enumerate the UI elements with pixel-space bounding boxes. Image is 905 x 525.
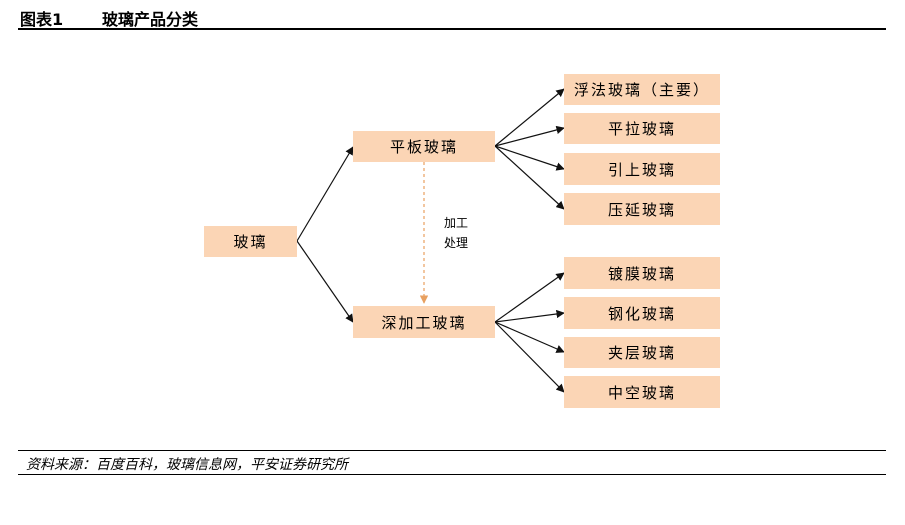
node-rolled-glass: 压延玻璃 (564, 193, 720, 225)
edge-flat-child-2 (494, 125, 565, 147)
node-tempered-glass: 钢化玻璃 (564, 297, 720, 329)
node-tempered-glass-label: 钢化玻璃 (607, 304, 676, 323)
process-label-line2: 处理 (444, 236, 469, 250)
node-coated-glass: 镀膜玻璃 (564, 257, 720, 289)
edge-deep-child-3 (494, 321, 565, 353)
process-label: 加工 处理 (444, 213, 468, 253)
edge-deep-child-1 (494, 272, 565, 323)
node-coated-glass-label: 镀膜玻璃 (607, 264, 676, 283)
figure-title: 图表1 玻璃产品分类 (20, 6, 198, 30)
edge-root-deep (296, 240, 354, 323)
source-rule-bottom (18, 474, 886, 475)
node-root-glass: 玻璃 (204, 226, 297, 257)
figure-title-text: 玻璃产品分类 (102, 10, 199, 29)
figure-number: 图表1 (20, 10, 64, 29)
node-rolled-glass-label: 压延玻璃 (607, 200, 676, 219)
node-laminated-glass-label: 夹层玻璃 (607, 344, 676, 362)
node-insulated-glass: 中空玻璃 (564, 376, 720, 408)
edge-deep-child-4 (494, 321, 565, 393)
node-flat-glass: 平板玻璃 (353, 131, 495, 162)
node-insulated-glass-label: 中空玻璃 (607, 383, 676, 402)
node-float-glass: 浮法玻璃（主要） (564, 74, 720, 105)
process-label-line1: 加工 (444, 216, 469, 230)
edge-flat-child-3 (494, 145, 565, 171)
node-updraw-glass-label: 引上玻璃 (607, 160, 676, 179)
node-updraw-glass: 引上玻璃 (564, 153, 720, 185)
node-float-glass-label: 浮法玻璃（主要） (573, 81, 710, 99)
edge-deep-child-2 (494, 309, 565, 323)
node-drawn-glass-label: 平拉玻璃 (607, 120, 676, 138)
node-deep-label: 深加工玻璃 (381, 313, 467, 332)
edge-root-flat (296, 146, 354, 242)
source-note: 资料来源：百度百科，玻璃信息网，平安证券研究所 (26, 457, 348, 473)
edge-flat-child-1 (494, 88, 565, 147)
edge-flat-child-4 (494, 145, 565, 210)
node-root-label: 玻璃 (233, 233, 268, 251)
node-deep-glass: 深加工玻璃 (353, 306, 495, 338)
source-rule-top (18, 450, 886, 451)
node-drawn-glass: 平拉玻璃 (564, 113, 720, 144)
node-laminated-glass: 夹层玻璃 (564, 337, 720, 368)
title-rule (18, 28, 886, 30)
node-flat-label: 平板玻璃 (389, 138, 458, 156)
